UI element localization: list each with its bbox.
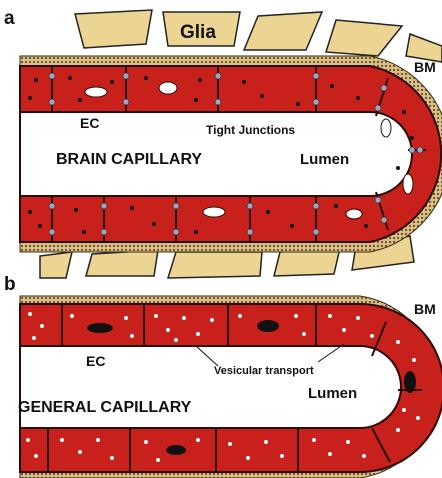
ec-label-a: EC	[80, 115, 99, 131]
lumen-label-a: Lumen	[300, 151, 349, 168]
panel-b-letter: b	[4, 274, 16, 295]
brain-capillary-title: BRAIN CAPILLARY	[56, 151, 202, 168]
tight-junctions-label: Tight Junctions	[206, 123, 295, 137]
panel-b: b BM EC Vesicular transport Lumen GENERA…	[4, 274, 442, 478]
glia-label: Glia	[180, 22, 216, 43]
bm-label-a: BM	[414, 59, 436, 75]
panel-a: a Glia BM EC Tight Junctions Lumen BRAIN…	[4, 8, 442, 278]
glia-top-row	[75, 10, 442, 62]
panel-a-letter: a	[4, 8, 15, 29]
lumen-label-b: Lumen	[308, 385, 357, 402]
vesicular-transport-label: Vesicular transport	[214, 365, 314, 377]
ec-label-b: EC	[86, 353, 105, 369]
bm-label-b: BM	[414, 301, 436, 317]
general-capillary-title: GENERAL CAPILLARY	[18, 399, 192, 416]
